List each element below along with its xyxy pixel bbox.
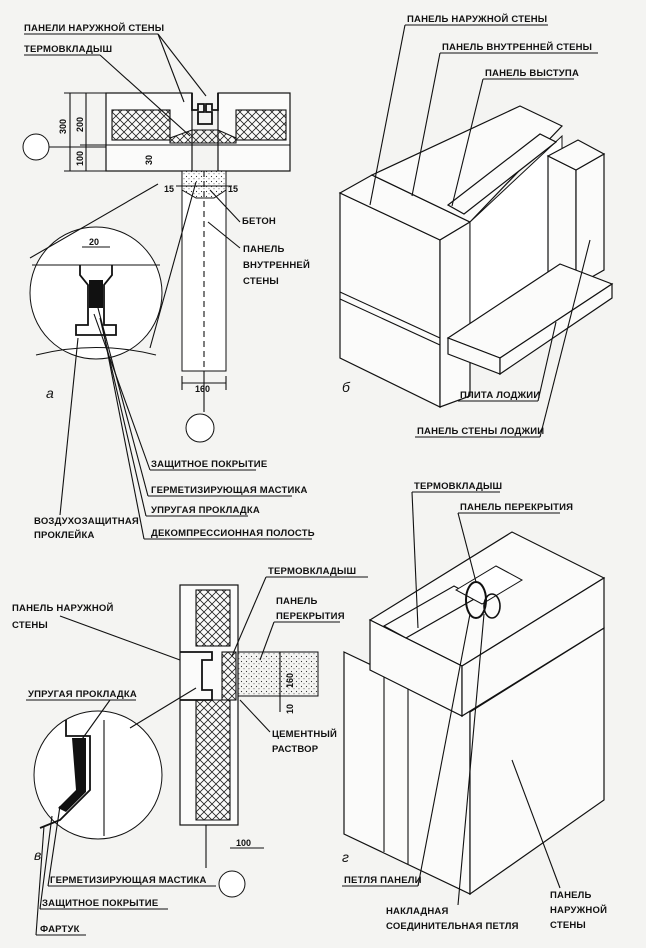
loggia-slab-side — [499, 282, 613, 376]
dim-15-right: 15 — [228, 184, 238, 194]
dim-300: 300 — [58, 119, 68, 134]
axis-marker-v — [218, 870, 246, 898]
insulation-lower — [195, 699, 231, 821]
label-outer-panel-g1: ПАНЕЛЬ — [550, 890, 592, 901]
axis-marker-left — [22, 133, 50, 161]
figure-b: б ПАНЕЛЬ НАРУЖНОЙ СТЕНЫ ПАНЕЛЬ ВНУТРЕННЕ… — [338, 13, 614, 438]
axis-marker-bottom — [185, 413, 215, 443]
detail-leader-v — [129, 687, 197, 729]
label-thermal-insert-v: ТЕРМОВКЛАДЫШ — [268, 566, 356, 577]
label-air-barrier-1: ВОЗДУХОЗАЩИТНАЯ — [34, 516, 139, 527]
label-decompression: ДЕКОМПРЕССИОННАЯ ПОЛОСТЬ — [151, 528, 315, 539]
label-inner-panel-3: СТЕНЫ — [243, 276, 279, 287]
outer-panel-side — [439, 220, 471, 408]
detail-mastic-v — [58, 738, 86, 812]
label-outer-panels: ПАНЕЛИ НАРУЖНОЙ СТЕНЫ — [24, 22, 164, 34]
dim-30: 30 — [144, 155, 154, 165]
label-outer-panel-v1: ПАНЕЛЬ НАРУЖНОЙ — [12, 602, 114, 614]
label-thermal-insert-a: ТЕРМОВКЛАДЫШ — [24, 44, 112, 55]
label-apron: ФАРТУК — [40, 924, 80, 935]
dim-20: 20 — [89, 237, 99, 247]
figure-g-letter: г — [342, 849, 349, 865]
figure-b-letter: б — [342, 379, 351, 395]
label-inner-panel-b: ПАНЕЛЬ ВНУТРЕННЕЙ СТЕНЫ — [442, 41, 592, 53]
thermal-insert-v — [221, 651, 237, 701]
label-cement-1: ЦЕМЕНТНЫЙ — [272, 728, 337, 740]
horizontal-joint — [180, 651, 213, 701]
label-protective-coating-v: ЗАЩИТНОЕ ПОКРЫТИЕ — [42, 898, 158, 909]
dimensions-a: 300 200 100 30 15 15 160 — [58, 92, 238, 394]
insulation-left — [111, 109, 171, 141]
dim-100: 100 — [75, 151, 85, 166]
detail-profile-v — [39, 720, 91, 829]
dim-10-v: 10 — [285, 704, 295, 714]
label-loggia-slab: ПЛИТА ЛОДЖИИ — [460, 390, 540, 401]
dim-160-a: 160 — [195, 384, 210, 394]
overlay-loop-g — [483, 593, 501, 619]
figure-a: 300 200 100 30 15 15 160 20 а ПАНЕЛИ НАР… — [22, 22, 315, 541]
label-outer-panel-g3: СТЕНЫ — [550, 920, 586, 931]
label-loggia-wall: ПАНЕЛЬ СТЕНЫ ЛОДЖИИ — [417, 426, 544, 437]
label-concrete: БЕТОН — [242, 216, 276, 227]
dim-160-v: 160 — [285, 673, 295, 688]
insulation-right — [235, 109, 287, 141]
label-inner-panel-2: ВНУТРЕННЕЙ — [243, 259, 310, 271]
figure-a-letter: а — [46, 385, 54, 401]
floor-slab-side-g — [461, 576, 605, 718]
label-outer-panel-b: ПАНЕЛЬ НАРУЖНОЙ СТЕНЫ — [407, 13, 547, 25]
label-overlay-1: НАКЛАДНАЯ — [386, 906, 449, 917]
floor-slab — [237, 651, 319, 697]
figure-g: г ТЕРМОВКЛАДЫШ ПАНЕЛЬ ПЕРЕКРЫТИЯ ПЕТЛЯ П… — [342, 481, 607, 932]
label-cement-2: РАСТВОР — [272, 744, 319, 755]
dim-15-left: 15 — [164, 184, 174, 194]
detail-leader-1 — [29, 183, 159, 259]
label-elastic-gasket-a: УПРУГАЯ ПРОКЛАДКА — [151, 505, 260, 516]
dim-100-v: 100 — [236, 838, 251, 848]
joint-pocket — [454, 565, 524, 605]
loggia-wall-post-top — [546, 139, 606, 171]
label-overlay-2: СОЕДИНИТЕЛЬНАЯ ПЕТЛЯ — [386, 921, 519, 932]
label-elastic-gasket-v: УПРУГАЯ ПРОКЛАДКА — [28, 689, 137, 700]
label-sealing-mastic-v: ГЕРМЕТИЗИРУЮЩАЯ МАСТИКА — [50, 875, 207, 886]
detail-circle-v — [33, 710, 163, 840]
label-thermal-insert-g: ТЕРМОВКЛАДЫШ — [414, 481, 502, 492]
joint-profile — [191, 93, 219, 125]
insulation-upper — [195, 589, 231, 647]
label-sealing-mastic-a: ГЕРМЕТИЗИРУЮЩАЯ МАСТИКА — [151, 485, 308, 496]
label-floor-panel-g: ПАНЕЛЬ ПЕРЕКРЫТИЯ — [460, 502, 573, 513]
label-outer-panel-g2: НАРУЖНОЙ — [550, 904, 607, 916]
detail-circle-a: 20 а — [29, 226, 163, 401]
label-panel-loop: ПЕТЛЯ ПАНЕЛИ — [344, 875, 422, 886]
dim-200: 200 — [75, 117, 85, 132]
label-inner-panel-1: ПАНЕЛЬ — [243, 244, 285, 255]
label-outer-panel-v2: СТЕНЫ — [12, 620, 48, 631]
label-air-barrier-2: ПРОКЛЕЙКА — [34, 529, 95, 541]
ledge-panel — [446, 133, 558, 215]
loggia-wall-post-side — [575, 152, 605, 288]
detail-leader-2 — [149, 181, 197, 349]
label-protective-coating-a: ЗАЩИТНОЕ ПОКРЫТИЕ — [151, 459, 267, 470]
label-floor-panel-v2: ПЕРЕКРЫТИЯ — [276, 611, 345, 622]
label-ledge-panel: ПАНЕЛЬ ВЫСТУПА — [485, 68, 579, 79]
figure-v: 160 10 100 в ПАНЕЛЬ НАРУЖНОЙ СТЕНЫ ТЕРМО… — [12, 566, 368, 936]
label-floor-panel-v1: ПАНЕЛЬ — [276, 596, 318, 607]
figure-v-letter: в — [34, 847, 41, 863]
